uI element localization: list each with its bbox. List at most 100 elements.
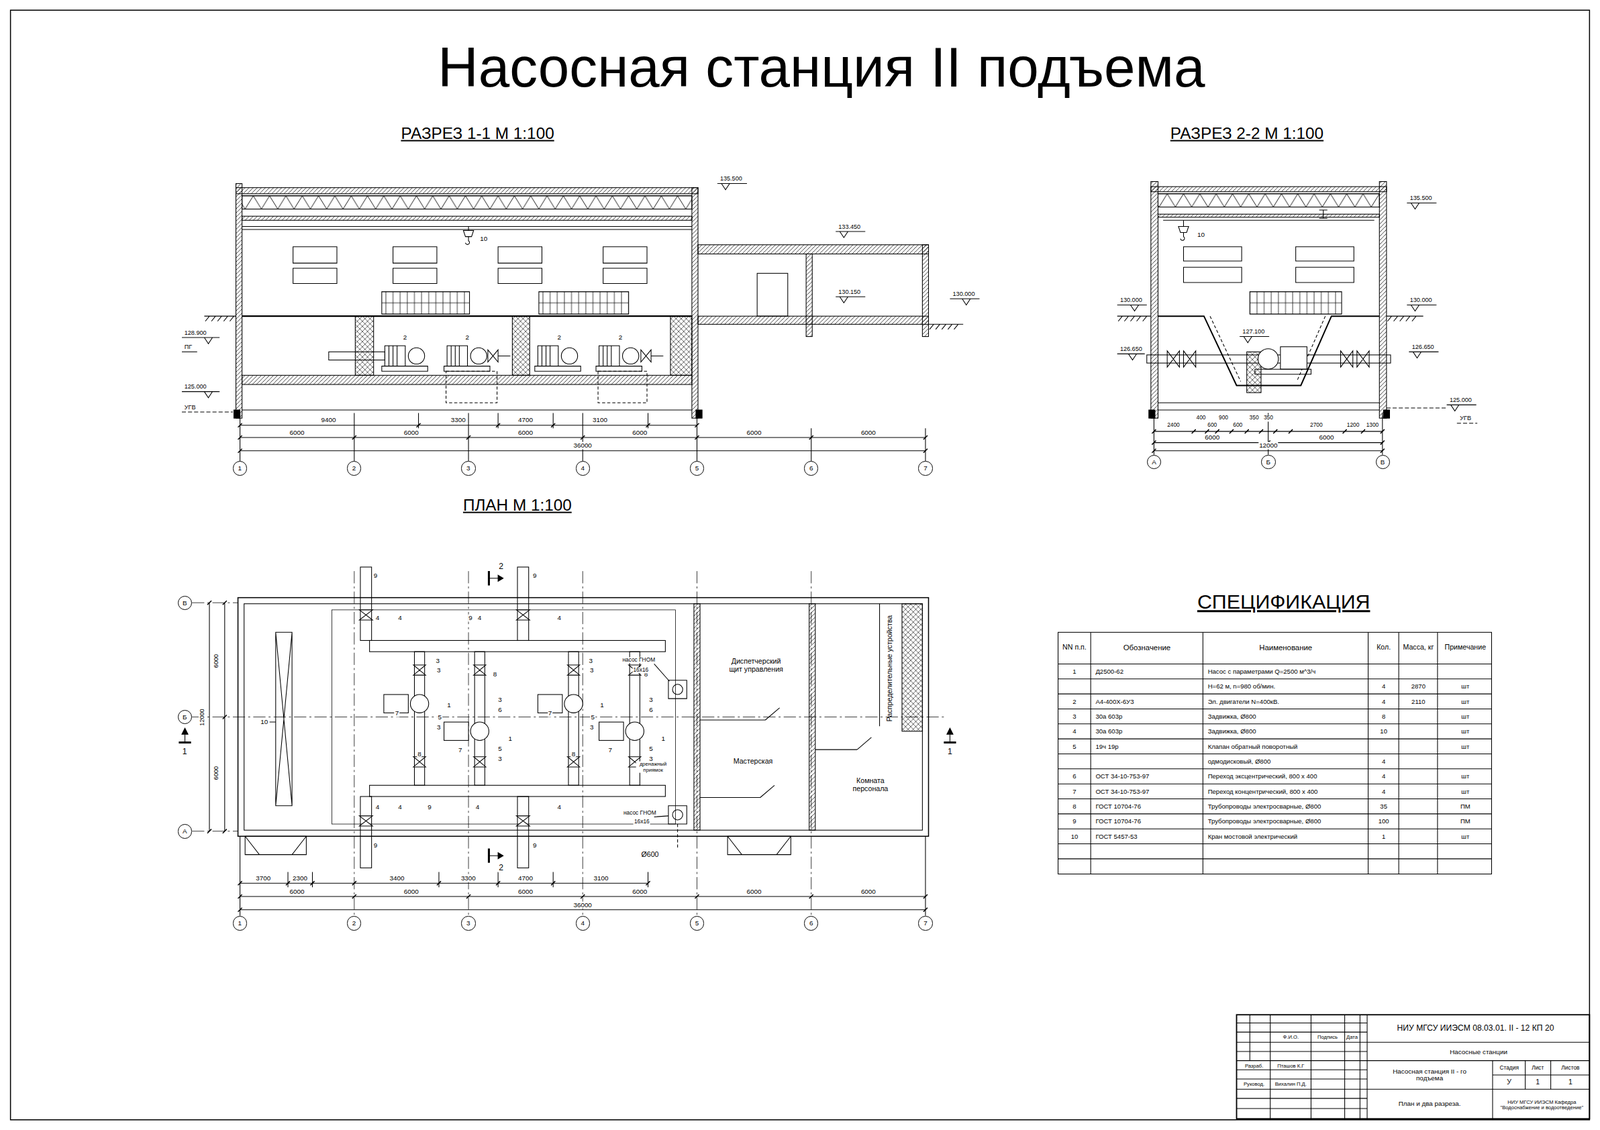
dimension-text: 6000 (288, 428, 305, 437)
section-2-2 (1117, 181, 1478, 456)
table-header: NN п.п. (1060, 644, 1089, 653)
table-header: Масса, кг (1400, 644, 1437, 653)
axis-bubble: А (177, 824, 192, 839)
elevation-mark: 128.900 (183, 329, 208, 337)
equipment-note: 16x16 (633, 819, 651, 826)
callout-number: 7 (607, 746, 613, 754)
axis-label: 4 (580, 464, 585, 472)
callout-number: 10 (479, 234, 488, 243)
table-cell: Переход концентрический, 800 x 400 (1207, 787, 1319, 796)
axis-bubble: 3 (461, 916, 476, 931)
elevation-mark: 133.450 (837, 223, 862, 231)
room-area: Распределительные устройства (880, 612, 898, 725)
table-cell: 4 (1381, 787, 1386, 796)
callout-number: 4 (397, 803, 403, 811)
callout-number: 3 (497, 755, 503, 764)
axis-bubble: 6 (804, 916, 819, 931)
dimension-text: 3300 (460, 875, 477, 883)
dimension-text: 36000 (572, 901, 592, 909)
table-cell: 2110 (1410, 697, 1427, 706)
dimension-text: 6000 (1318, 434, 1335, 442)
callout-number: 4 (375, 614, 381, 623)
callout-number: 2 (556, 334, 562, 342)
dimension-text: 12000 (198, 708, 206, 727)
drawing-title: Насосная станция II подъема (437, 36, 1205, 98)
dimension-text: 6000 (288, 887, 305, 896)
axis-bubble: А (1146, 455, 1162, 470)
title-block-text: Пташов К.Г (1276, 1063, 1305, 1070)
dimension-text: 6000 (212, 653, 220, 669)
elevation-mark: 130.150 (837, 288, 862, 296)
elevation-mark: 127.100 (1241, 328, 1266, 335)
table-cell: 3 (1071, 713, 1077, 721)
table-header: Обозначение (1122, 643, 1172, 653)
axis-bubble: 2 (346, 461, 362, 476)
axis-label: А (182, 827, 188, 835)
callout-number: 8 (492, 671, 498, 679)
equipment-note: насос ГНОМ (621, 657, 656, 664)
dimension-text: 3700 (255, 875, 272, 883)
table-cell: 2 (1071, 697, 1077, 706)
axis-bubble: 2 (346, 916, 362, 931)
dimension-text: 6000 (403, 428, 420, 437)
axis-label: 1 (238, 464, 243, 472)
table-cell: 30а 603р (1094, 713, 1123, 721)
callout-number: 3 (588, 657, 594, 666)
table-title: СПЕЦИФИКАЦИЯ (1196, 590, 1372, 613)
callout-number: 7 (547, 709, 554, 717)
dimension-text: 6000 (860, 887, 877, 896)
callout-number: 10 (1196, 230, 1206, 239)
elevation-mark: УГВ (183, 404, 197, 411)
table-cell: шт (1460, 683, 1470, 691)
elevation-mark: 126.650 (1119, 345, 1143, 353)
elevation-mark: 135.500 (1409, 194, 1433, 202)
table-cell: шт (1460, 713, 1470, 721)
table-cell: шт (1460, 742, 1470, 751)
callout-number: 1 (446, 701, 452, 709)
elevation-mark: 130.000 (952, 290, 976, 298)
table-cell: 4 (1381, 758, 1386, 766)
axis-label: Б (182, 713, 187, 721)
dimension-text: 12000 (1258, 442, 1278, 450)
table-cell: ОСТ 34-10-753-97 (1094, 773, 1150, 781)
callout-number: 2 (465, 334, 471, 342)
axis-bubble: 5 (689, 916, 705, 931)
callout-number: 3 (589, 724, 595, 732)
axis-label: 5 (695, 464, 700, 472)
table-cell: Переход эксцентрический, 800 x 400 (1207, 773, 1319, 781)
section-1-1 (181, 183, 980, 462)
axis-bubble: В (177, 595, 192, 611)
elevation-mark: 130.000 (1119, 296, 1143, 304)
elevation-mark: 125.000 (183, 383, 208, 390)
axis-bubble: 7 (918, 461, 933, 476)
table-cell: ГОСТ 5457-53 (1094, 832, 1138, 841)
title-block-text: Лист (1530, 1065, 1545, 1072)
title-block-text: НИУ МГСУ ИИЭСМ 08.03.01. II - 12 КП 20 (1396, 1024, 1556, 1033)
title-block-text: Руковод. (1242, 1081, 1266, 1088)
axis-bubble: 4 (575, 461, 590, 476)
callout-number: 6 (497, 706, 503, 715)
table-cell: 10 (1379, 728, 1388, 736)
callout-number: 3 (436, 666, 442, 674)
callout-number: 4 (556, 803, 562, 811)
dimension-text: 6000 (746, 428, 763, 437)
dimension-text: 1200 (1346, 422, 1361, 429)
dimension-text: 3100 (593, 875, 610, 883)
dimension-text: 350 (1263, 415, 1274, 422)
axis-bubble: 4 (575, 916, 590, 931)
callout-number: 8 (416, 750, 423, 758)
section-mark: 2 (497, 563, 505, 572)
title-block (1236, 1014, 1590, 1119)
table-cell: Эл. двигатели N=400кВ. (1207, 697, 1280, 706)
table-header: Примечание (1444, 644, 1488, 653)
callout-number: 7 (394, 709, 400, 717)
table-cell: шт (1460, 832, 1470, 841)
dimension-text: 3400 (388, 875, 405, 883)
title-block-text: Разраб. (1244, 1063, 1264, 1070)
callout-number: 9 (467, 614, 474, 623)
table-cell: шт (1460, 728, 1470, 736)
callout-number: 1 (507, 734, 513, 743)
room-name: Комната персонала (841, 776, 899, 793)
table-cell: Клапан обратный поворотный (1207, 742, 1299, 751)
callout-number: 3 (435, 657, 441, 666)
